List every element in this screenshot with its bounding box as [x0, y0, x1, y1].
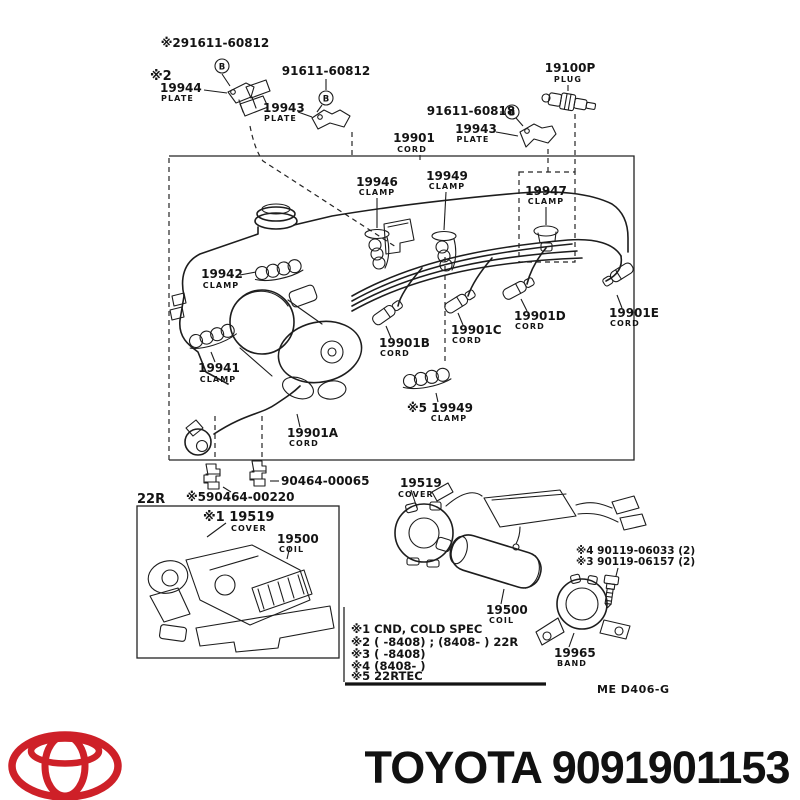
label-19942-type: CLAMP: [203, 281, 239, 290]
label-19949-top-type: CLAMP: [429, 182, 465, 191]
label-19901a-type: CORD: [289, 439, 319, 448]
footnote-1: ※1 CND, COLD SPEC: [351, 622, 482, 636]
right-coil-assembly: 19519 COVER 19500 CO: [394, 476, 695, 668]
footnotes-block: ※1 CND, COLD SPEC ※2 ( -8408) ; (8408- )…: [343, 607, 546, 686]
grommet-callouts: 90464-00065 ※590464-00220: [186, 460, 369, 504]
label-screw3: ※3 90119-06157 (2): [576, 556, 695, 568]
left-coil-box: 22R ※1 19519 COVER 19500 COIL: [136, 492, 340, 659]
label-19949-top-number: 19949: [426, 169, 468, 183]
label-19943-left-type: PLATE: [264, 114, 297, 123]
label-19901-type: CORD: [397, 145, 427, 154]
clamp-19942-drawing: [253, 258, 304, 282]
clamp-19949-bottom-drawing: [401, 367, 452, 390]
distributor-drawing: [229, 284, 363, 400]
label-clip-a: 90464-00065: [281, 474, 369, 488]
label-19901b-type: CORD: [380, 349, 410, 358]
label-19965-number: 19965: [554, 646, 596, 660]
b-marker-icon: [504, 104, 520, 120]
label-19941-type: CLAMP: [200, 375, 236, 384]
clip-90464-00065-drawing: [249, 460, 267, 487]
label-clip-b: ※590464-00220: [186, 490, 295, 504]
drawing-code: ME D406-G: [597, 683, 669, 696]
label-19901a-number: 19901A: [287, 426, 339, 440]
label-19901c-type: CORD: [452, 336, 482, 345]
label-19500-right-number: 19500: [486, 603, 528, 617]
footnote-3: ※3 ( -8408): [351, 647, 425, 661]
label-19500-right-type: COIL: [489, 616, 514, 625]
spark-plug-cords-drawing: [184, 238, 636, 456]
label-19901-number: 19901: [393, 131, 435, 145]
plate-19943-left-drawing: [311, 109, 351, 130]
valve-cover-drawing: [169, 191, 629, 385]
b-marker-letter: B: [509, 109, 515, 119]
clamp-19947-drawing: [533, 225, 559, 252]
footnote-2: ※2 ( -8408) ; (8408- ) 22R: [351, 635, 518, 649]
label-19500-left-type: COIL: [279, 545, 304, 554]
coil-assembly-left-drawing: [147, 544, 335, 653]
label-19100p-number: 19100P: [545, 61, 596, 75]
coil-19500-right-drawing: [435, 534, 542, 589]
plate-19943-right-drawing: [519, 123, 557, 148]
label-19519-left-type: COVER: [231, 524, 267, 533]
bolt-drawing: [603, 574, 620, 609]
label-19519-right-number: 19519: [400, 476, 442, 490]
label-19942-number: 19942: [201, 267, 243, 281]
label-19947-number: 19947: [525, 184, 567, 198]
footnote-4: ※4 (8408- ): [351, 659, 425, 673]
note2-mark: ※2: [150, 69, 172, 84]
label-19943-right-number: 19943: [455, 122, 497, 136]
bolt-label-top: ※291611-60812: [161, 36, 270, 50]
label-19947-type: CLAMP: [528, 197, 564, 206]
label-19944-number: 19944: [160, 81, 202, 95]
label-19901c-number: 19901C: [451, 323, 502, 337]
top-callouts: ※291611-60812 B ※2 19944 PLATE 91611-608…: [150, 36, 597, 160]
footer-part-title: TOYOTA 9091901153: [365, 742, 790, 793]
label-19943-left-number: 19943: [263, 101, 305, 115]
label-19901b-number: 19901B: [379, 336, 430, 350]
label-19946-type: CLAMP: [359, 188, 395, 197]
label-19901e-number: 19901E: [609, 306, 659, 320]
toyota-logo-icon: [8, 731, 122, 800]
cover-19519-drawing: [394, 501, 454, 568]
b-marker-icon: [214, 58, 230, 74]
label-19519-right-type: COVER: [398, 490, 434, 499]
label-19965-type: BAND: [557, 659, 587, 668]
harness-igniter-drawing: [431, 482, 647, 551]
label-19949-bottom-number: ※5 19949: [407, 401, 473, 415]
label-19519-left-number: ※1 19519: [203, 510, 274, 525]
label-19941-number: 19941: [198, 361, 240, 375]
footnote-5: ※5 22RTEC: [351, 669, 423, 683]
label-19944-type: PLATE: [161, 94, 194, 103]
main-diagram-box: 19946 CLAMP 19949 CLAMP 19947 CLAMP 1994…: [168, 155, 659, 461]
label-screw4: ※4 90119-06033 (2): [576, 545, 695, 557]
clip-90464-00220-drawing: [203, 463, 221, 490]
b-marker-letter: B: [219, 63, 225, 73]
bolt-label-mid: 91611-60812: [282, 64, 370, 78]
label-19949-bottom-type: CLAMP: [431, 414, 467, 423]
label-19901d-type: CORD: [515, 322, 545, 331]
label-19946-number: 19946: [356, 175, 398, 189]
label-19100p-type: PLUG: [554, 75, 582, 84]
bolt-label-right: 91611-60818: [427, 104, 515, 118]
label-19901e-type: CORD: [610, 319, 640, 328]
b-marker-letter: B: [323, 95, 329, 105]
band-19965-drawing: [535, 573, 631, 646]
label-19901d-number: 19901D: [514, 309, 566, 323]
label-19500-left-number: 19500: [277, 532, 319, 546]
plate-19944-drawing: [227, 79, 271, 117]
label-19943-right-type: PLATE: [457, 135, 490, 144]
footer: TOYOTA 9091901153: [8, 731, 790, 800]
spark-plug-drawing: [541, 92, 597, 112]
b-marker-icon: [318, 90, 334, 106]
engine-code-label: 22R: [137, 492, 165, 507]
dashed-install-lines: [214, 114, 576, 460]
